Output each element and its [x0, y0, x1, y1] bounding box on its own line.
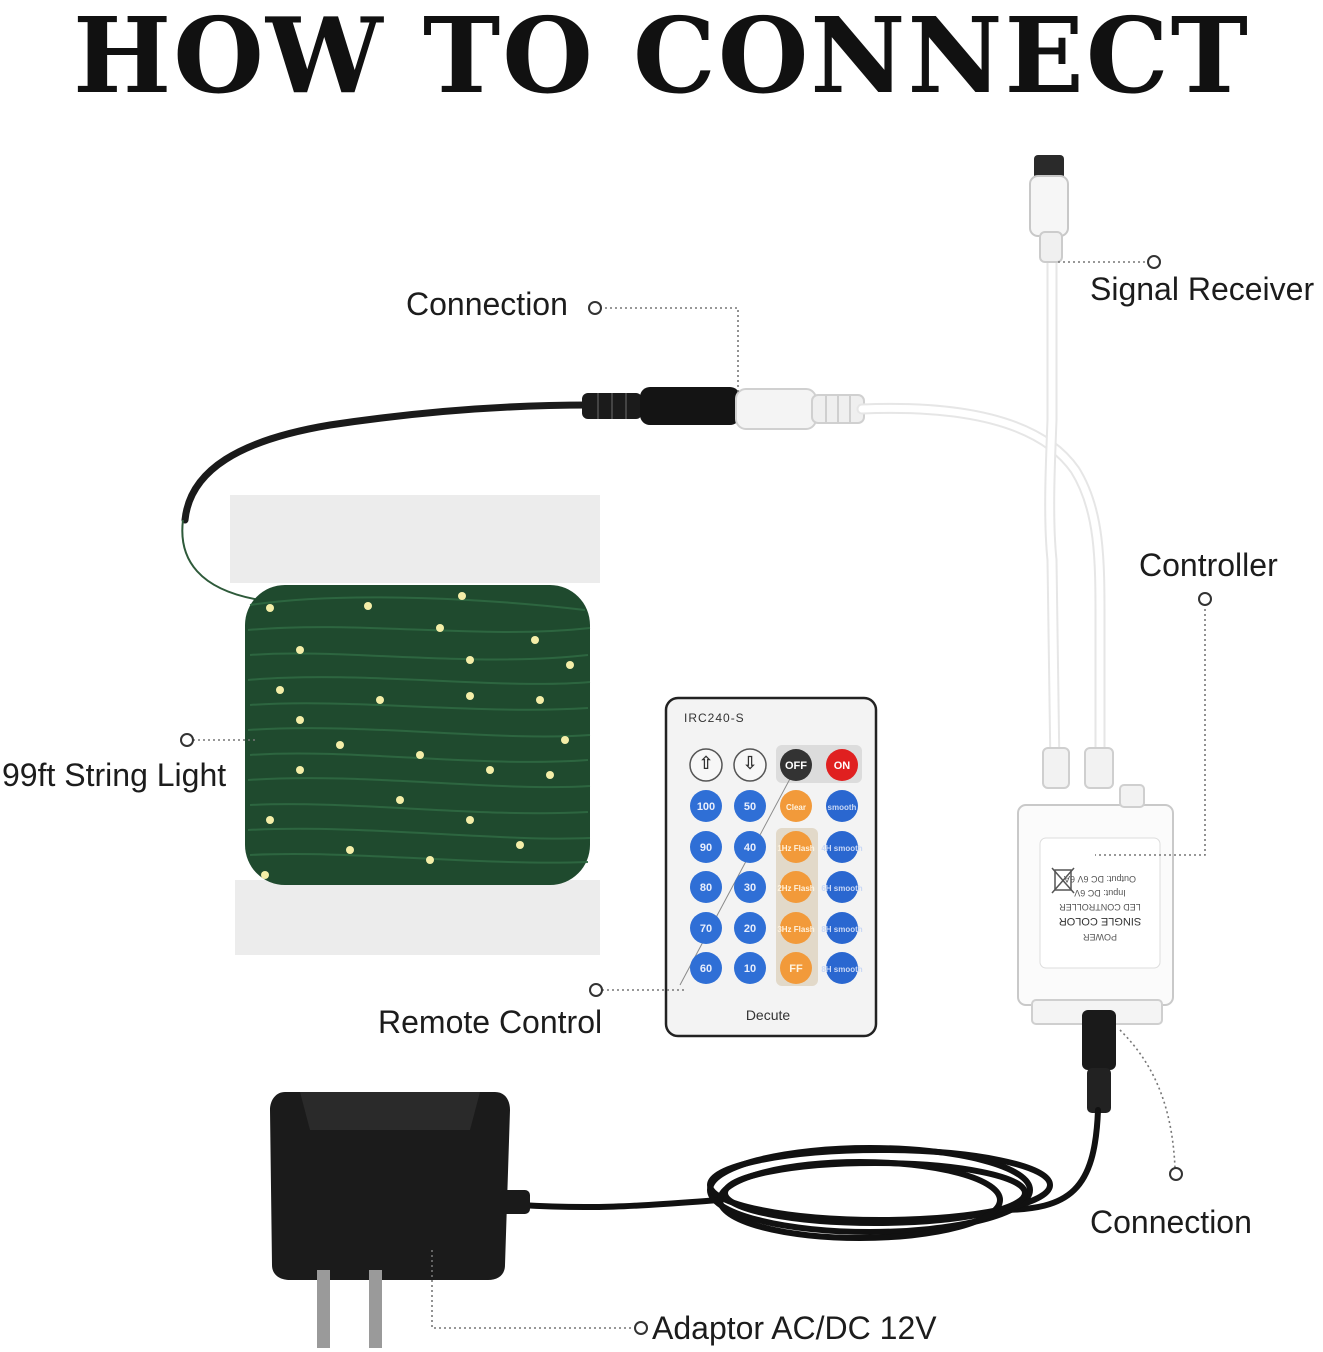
label-signal-receiver: Signal Receiver — [1090, 271, 1315, 307]
remote-button-label: 3Hz Flash — [777, 925, 814, 934]
remote-button — [734, 871, 766, 903]
black-plug-connector — [582, 387, 740, 425]
remote-button — [734, 952, 766, 984]
controller-box: POWER SINGLE COLOR LED CONTROLLER Input:… — [1017, 784, 1174, 1025]
remote-button-label: ON — [834, 760, 851, 772]
white-socket-connector — [735, 388, 865, 430]
remote-button-label: 90 — [700, 842, 712, 854]
remote-button-label: 8H smooth — [821, 965, 862, 974]
remote-button — [826, 749, 858, 781]
weee-bin-icon — [1051, 867, 1075, 894]
remote-button — [690, 871, 722, 903]
remote-button-grid: ⇧ ⇩ OFF ON 100 50 Clear smooth 90 40 1Hz Flash 4H s… — [689, 748, 863, 984]
string-light-lead-cable — [181, 401, 594, 524]
remote-button — [780, 912, 812, 944]
remote-button — [826, 952, 858, 984]
remote-button-label: 8H smooth — [821, 925, 862, 934]
remote-button — [734, 831, 766, 863]
signal-receiver-head — [1029, 155, 1069, 263]
remote-button — [826, 831, 858, 863]
remote-button-label: Clear — [786, 803, 806, 812]
label-connection-bottom: Connection — [1090, 1204, 1252, 1240]
white-cable-to-controller — [858, 404, 1104, 774]
string-light-spool — [230, 495, 600, 955]
remote-button-label: 60 — [700, 963, 712, 975]
remote-button-label: 50 — [744, 801, 756, 813]
remote-button — [734, 790, 766, 822]
callout-dots — [180, 255, 1212, 1335]
controller-line1: SINGLE COLOR — [1059, 915, 1142, 927]
remote-button-label: OFF — [785, 760, 807, 772]
remote-button-label: 30 — [744, 882, 756, 894]
remote-button — [826, 871, 858, 903]
controller-line3: Input: DC 6V — [1074, 888, 1126, 898]
remote-button-label: 100 — [697, 801, 715, 813]
remote-button — [690, 790, 722, 822]
remote-button-label: 1Hz Flash — [777, 844, 814, 853]
remote-button — [826, 912, 858, 944]
remote-button — [690, 831, 722, 863]
label-controller: Controller — [1139, 547, 1278, 583]
remote-button-label: FF — [789, 963, 803, 975]
remote-button-label: 4H smooth — [821, 844, 862, 853]
remote-button — [780, 831, 812, 863]
remote-button — [826, 790, 858, 822]
label-adaptor: Adaptor AC/DC 12V — [652, 1310, 937, 1346]
remote-button — [780, 871, 812, 903]
remote-button-label: 6H smooth — [821, 884, 862, 893]
adaptor-cable-coil — [517, 1107, 1101, 1241]
controller-power-text: POWER — [1083, 932, 1118, 942]
remote-button-label: ⇩ — [742, 753, 757, 773]
remote-button-label: 2Hz Flash — [777, 884, 814, 893]
remote-button — [780, 749, 812, 781]
remote-button — [780, 790, 812, 822]
callout-leaders — [193, 261, 1206, 1329]
remote-button — [690, 952, 722, 984]
controller-line4: Output: DC 6V 6A — [1064, 874, 1136, 884]
label-string-light: 99ft String Light — [2, 757, 227, 793]
remote-button-label: ⇧ — [698, 753, 713, 773]
remote-button — [689, 748, 723, 782]
remote-brand-label: Decute — [746, 1007, 791, 1023]
remote-button-label: 80 — [700, 882, 712, 894]
page-title: HOW TO CONNECT — [73, 0, 1250, 117]
remote-button — [733, 748, 767, 782]
remote-button-label: 10 — [744, 963, 756, 975]
remote-button — [780, 952, 812, 984]
remote-button — [734, 912, 766, 944]
remote-control: IRC240-S Decute ⇧ ⇩ OFF ON 100 50 Clear smooth 9… — [664, 696, 878, 1038]
controller-power-plug — [1082, 1010, 1116, 1113]
controller-line2: LED CONTROLLER — [1059, 902, 1141, 912]
signal-receiver-cable — [1046, 246, 1059, 774]
power-adaptor — [270, 1092, 530, 1348]
remote-button-label: 20 — [744, 923, 756, 935]
label-remote-control: Remote Control — [378, 1004, 603, 1040]
label-connection-top: Connection — [406, 286, 568, 322]
remote-button-label: 40 — [744, 842, 756, 854]
remote-button — [690, 912, 722, 944]
remote-button-label: smooth — [828, 803, 857, 812]
remote-button-label: 70 — [700, 923, 712, 935]
remote-model-label: IRC240-S — [684, 711, 745, 725]
